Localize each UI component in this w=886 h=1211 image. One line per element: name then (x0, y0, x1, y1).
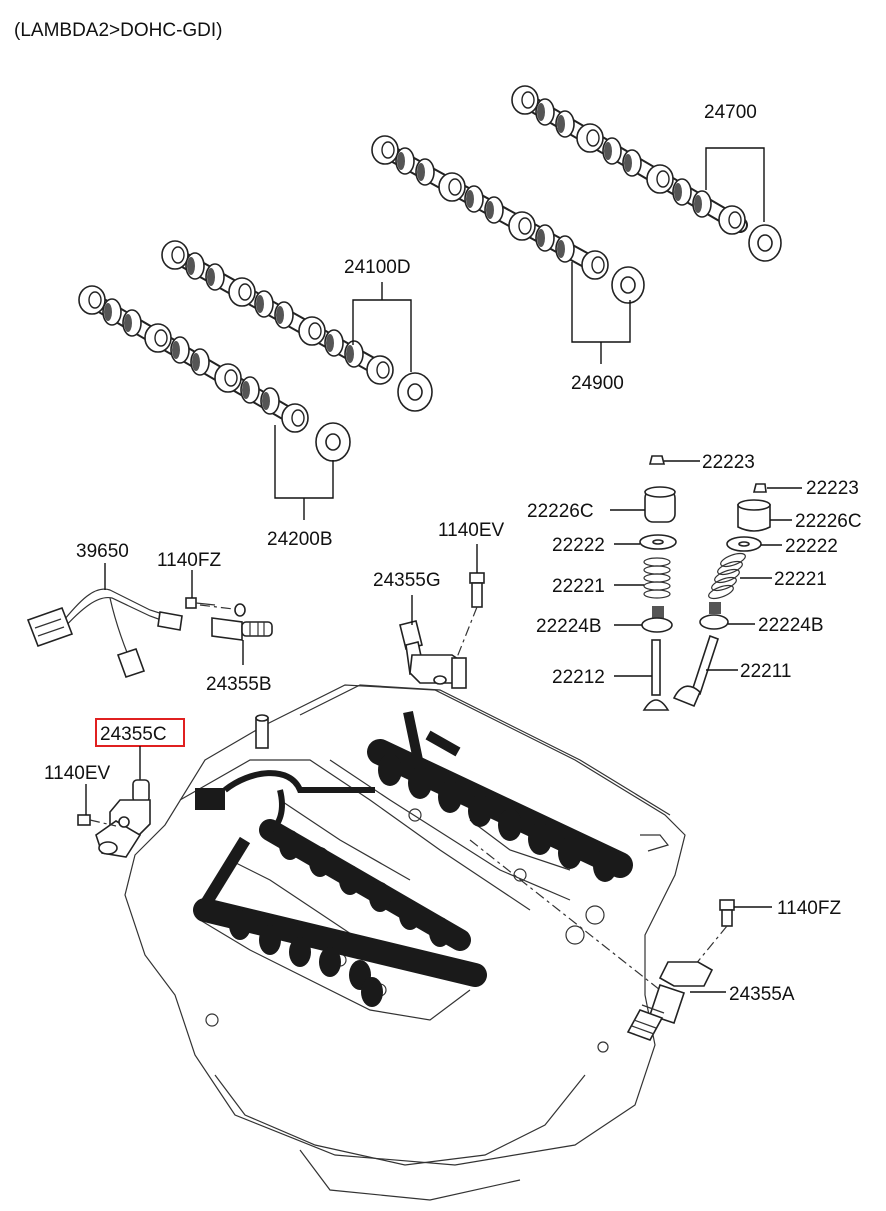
camshaft-24200B[interactable] (78, 285, 351, 462)
label-24355G: 24355G (373, 570, 441, 591)
label-22226C-b: 22226C (795, 511, 862, 532)
bolt-1140EV-lower[interactable] (77, 814, 117, 827)
label-24355C[interactable]: 24355C (100, 724, 167, 745)
label-22224B-b: 22224B (758, 615, 824, 636)
camshaft-24700[interactable] (511, 85, 782, 262)
oil-control-valve-24355C[interactable] (95, 779, 151, 858)
label-24900: 24900 (571, 373, 624, 394)
valve-train-intake[interactable] (639, 455, 677, 711)
label-22221-b: 22221 (774, 569, 827, 590)
valve-train-exhaust[interactable] (672, 483, 771, 708)
label-22211: 22211 (740, 661, 791, 682)
wiring-harness-39650[interactable] (26, 588, 183, 679)
label-1140EV-lower: 1140EV (44, 763, 111, 784)
label-1140FZ-lower: 1140FZ (777, 898, 841, 919)
engine-block (124, 684, 686, 1201)
oil-control-valve-24355B[interactable] (199, 603, 273, 665)
label-22224B-a: 22224B (536, 616, 602, 637)
oil-control-valve-24355G[interactable] (399, 620, 467, 689)
coil-rail-rear (367, 710, 633, 882)
label-1140FZ-upper: 1140FZ (157, 550, 221, 571)
label-22226C-a: 22226C (527, 501, 594, 522)
diagram-title: (LAMBDA2>DOHC-GDI) (14, 20, 223, 41)
label-22221-a: 22221 (552, 576, 605, 597)
label-22223-b: 22223 (806, 478, 859, 499)
camshaft-24900[interactable] (371, 135, 645, 304)
label-24100D: 24100D (344, 257, 411, 278)
bolt-1140FZ-upper[interactable] (185, 597, 216, 609)
label-24355A: 24355A (729, 984, 795, 1005)
label-22223-a: 22223 (702, 452, 755, 473)
label-39650: 39650 (76, 541, 129, 562)
label-22222-a: 22222 (552, 535, 605, 556)
oil-control-valve-24355A[interactable] (469, 839, 714, 1041)
bolt-1140EV-upper[interactable] (451, 572, 485, 671)
label-24200B: 24200B (267, 529, 333, 550)
camshaft-24100D[interactable] (161, 240, 433, 412)
label-24700: 24700 (704, 102, 757, 123)
bolt-1140FZ-lower[interactable] (694, 899, 735, 966)
label-22222-b: 22222 (785, 536, 838, 557)
label-24355B: 24355B (206, 674, 272, 695)
label-22212: 22212 (552, 667, 605, 688)
label-1140EV-upper: 1140EV (438, 520, 505, 541)
coil-rail-front (193, 770, 487, 1007)
